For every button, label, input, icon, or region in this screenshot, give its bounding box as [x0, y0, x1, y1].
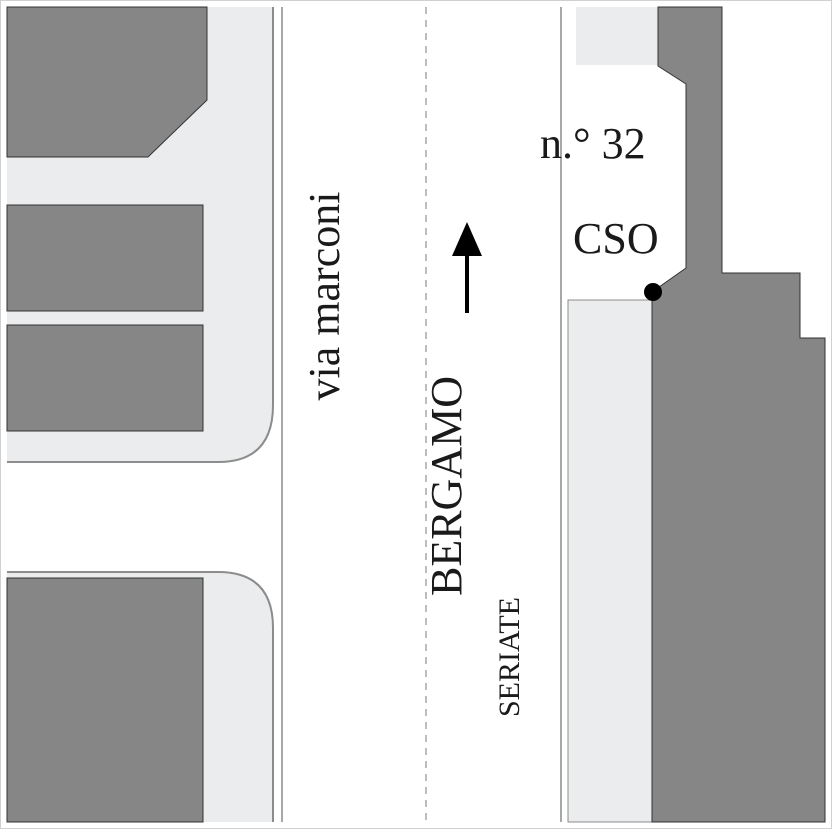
building-left-middle-1 — [6, 204, 204, 312]
building-right — [651, 6, 826, 823]
house-number-label: n.° 32 — [540, 119, 646, 168]
direction-seriate-label: SERIATE — [493, 597, 526, 717]
location-marker[interactable] — [644, 283, 662, 301]
building-upper-left — [6, 6, 208, 158]
curb-line-upper-left — [7, 7, 274, 463]
direction-bergamo-label: BERGAMO — [422, 375, 471, 597]
building-lower-left — [6, 577, 204, 823]
sidewalk-right-lower — [567, 299, 653, 823]
curb-line-lower-left — [7, 571, 274, 822]
street-name-label: via marconi — [300, 191, 349, 401]
site-code-label: CSO — [573, 214, 659, 263]
arrow-up-icon — [452, 222, 482, 313]
building-left-middle-2 — [6, 324, 204, 432]
sidewalk-right-top — [576, 7, 660, 65]
